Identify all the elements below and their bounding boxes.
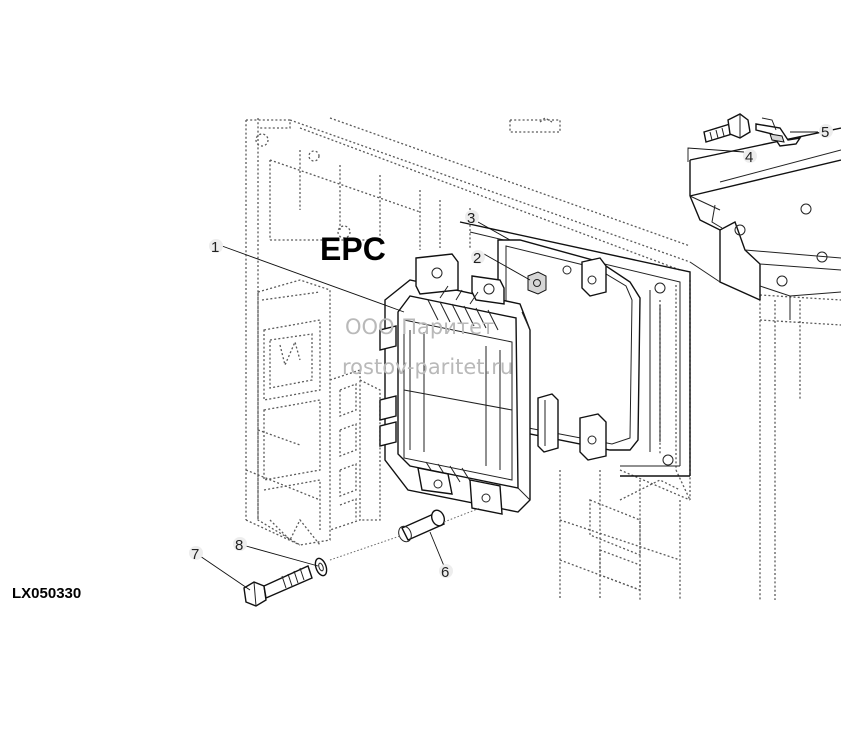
callout-8: 8 [235, 537, 243, 554]
callout-1: 1 [211, 239, 219, 256]
callout-labels: 1 2 3 4 5 6 7 8 [189, 124, 833, 581]
bolt-part-4 [703, 113, 751, 143]
clip-part-5 [755, 117, 802, 147]
right-frame-band [459, 221, 691, 477]
watermark-url: rostov-paritet.ru [342, 355, 513, 379]
callout-6: 6 [441, 564, 449, 581]
cap-screw-part-7 [243, 565, 313, 607]
assembly-axis-line [329, 507, 481, 561]
epc-controller-unit [379, 253, 531, 515]
spacer-part-6 [398, 509, 446, 543]
fuse-relay-block [257, 279, 381, 546]
callout-3: 3 [467, 210, 475, 227]
callout-2: 2 [473, 250, 481, 267]
leader-lines [199, 131, 818, 591]
figure-code: LX050330 [12, 585, 81, 602]
watermark-company: ООО Паритет [345, 315, 494, 339]
callout-5: 5 [821, 124, 829, 141]
callout-4: 4 [745, 149, 753, 166]
washer-part-8 [314, 557, 328, 577]
callout-7: 7 [191, 546, 199, 563]
nut-part [527, 271, 547, 295]
diagram-title: EPC [320, 231, 386, 267]
upper-crossbeam [689, 127, 841, 320]
